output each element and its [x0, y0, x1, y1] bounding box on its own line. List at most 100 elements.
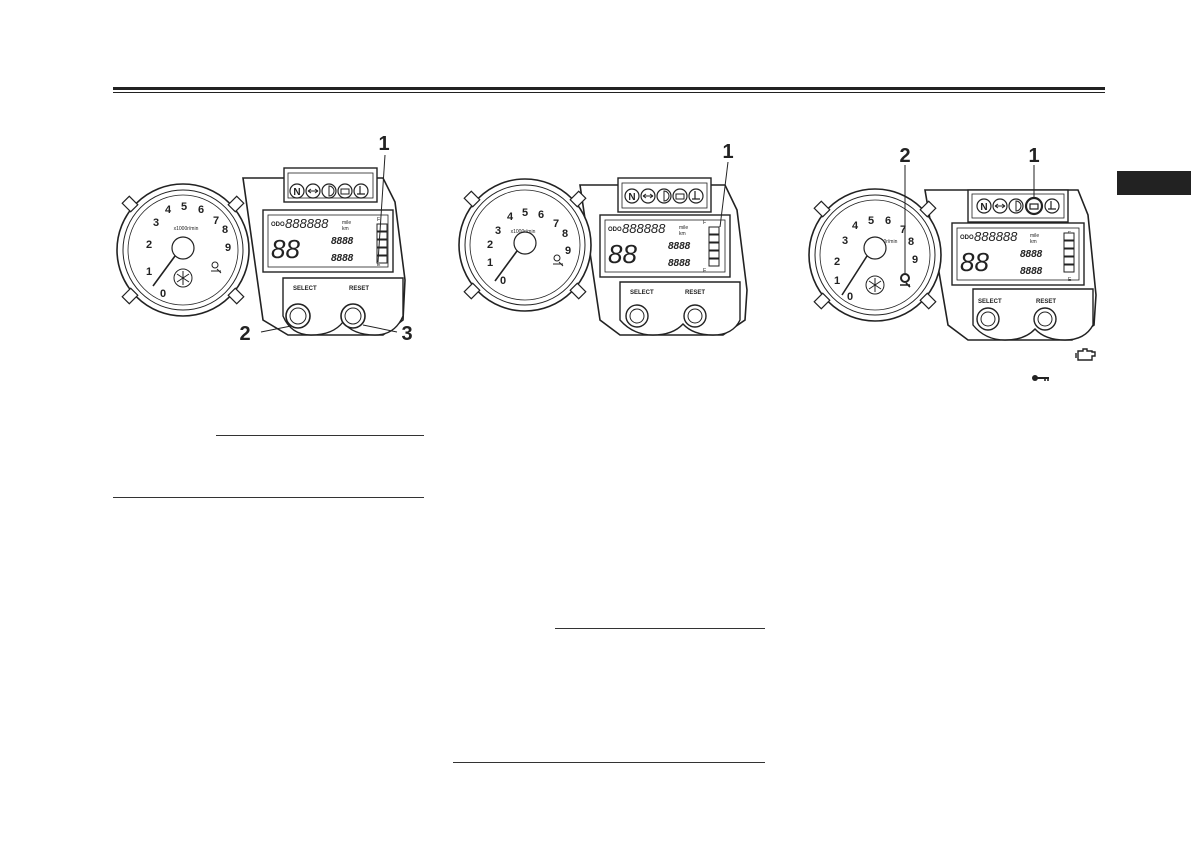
tach-number-7: 7: [553, 218, 559, 230]
tach-unit-label: x1000r/min: [174, 226, 199, 232]
key-icon: [1031, 370, 1051, 388]
tach-number-3: 3: [842, 235, 848, 247]
tach-number-8: 8: [562, 228, 568, 240]
tach-number-1: 1: [834, 275, 840, 287]
tach-number-0: 0: [847, 291, 853, 303]
gear-digits: 88: [608, 239, 637, 269]
lcd-screen: [604, 219, 726, 273]
section-tab: [1117, 171, 1191, 195]
header-rule: [113, 87, 1105, 90]
select-button[interactable]: [625, 304, 649, 328]
tach-number-4: 4: [852, 220, 859, 232]
clock-digits: 8888: [331, 253, 354, 264]
clock-digits: 8888: [668, 258, 691, 269]
tach-number-6: 6: [538, 209, 544, 221]
tach-number-6: 6: [198, 204, 204, 216]
fuel-empty-label: E: [703, 268, 707, 274]
coolant-icon: [1044, 198, 1060, 214]
tach-number-6: 6: [885, 215, 891, 227]
odometer-digits: 888888: [622, 221, 666, 236]
tachometer: 0 1 2 3 4 5 6 7 8 9 x1000r/min: [808, 188, 942, 322]
engine-warning-light-icon: [211, 261, 219, 269]
fuel-gauge-bars: [708, 226, 720, 267]
callout-leader: [377, 154, 386, 263]
tach-number-3: 3: [495, 225, 501, 237]
neutral-letter: N: [980, 202, 987, 213]
svg-text:ODO: ODO: [608, 227, 622, 233]
lcd-content: ODO 888888 mile km 88 8888 8888 F E: [608, 220, 720, 274]
select-button-label: SELECT: [293, 286, 317, 292]
meter-figure-1: N ODO 888888 mile km 88 8888 8888 F E SE…: [113, 130, 423, 350]
coolant-icon: [688, 188, 704, 204]
select-button[interactable]: [976, 307, 1000, 331]
caption-underline: [216, 435, 424, 436]
reset-button[interactable]: [683, 304, 707, 328]
tach-number-2: 2: [146, 239, 152, 251]
tach-number-1: 1: [146, 266, 152, 278]
tach-number-3: 3: [153, 217, 159, 229]
tach-number-7: 7: [900, 224, 906, 236]
fuel-empty-label: E: [1068, 277, 1072, 283]
unit-km: km: [1030, 239, 1037, 245]
unit-mile: mile: [679, 225, 688, 231]
indicator-lamps: N: [976, 196, 1060, 216]
callout-3: 3: [401, 323, 412, 345]
fuel-gauge-bars: [1063, 232, 1075, 273]
neutral-letter: N: [293, 187, 300, 198]
fuel-empty-label: E: [377, 262, 381, 268]
tach-number-4: 4: [507, 211, 514, 223]
tach-unit-label: x1000r/min: [873, 239, 898, 245]
tach-number-7: 7: [213, 215, 219, 227]
meter-figure-3: N ODO 888888 mile km 88 8888 8888 F E SE…: [800, 145, 1100, 345]
oil-icon: [337, 183, 353, 199]
trip-digits: 8888: [331, 236, 354, 247]
unit-mile: mile: [342, 220, 351, 226]
tach-number-8: 8: [222, 224, 228, 236]
reset-button[interactable]: [1033, 307, 1057, 331]
tach-number-4: 4: [165, 204, 172, 216]
fuel-gauge-bars: [376, 223, 388, 264]
neutral-letter: N: [628, 192, 635, 203]
tach-number-0: 0: [160, 288, 166, 300]
lcd-content: ODO 888888 mile km 88 8888 8888 F E: [960, 229, 1075, 283]
meter-figure-2: N ODO 888888 mile km 88 8888 8888 F E SE…: [455, 140, 755, 340]
tach-needle: [494, 250, 518, 282]
engine-warning-light-icon: [553, 254, 561, 262]
tach-needle: [152, 255, 176, 287]
gear-digits: 88: [960, 247, 989, 277]
needle-hub: [863, 236, 887, 260]
engine-warning-light-icon: [900, 273, 910, 283]
svg-text:ODO: ODO: [271, 222, 285, 228]
tach-number-8: 8: [908, 236, 914, 248]
reset-button-label: RESET: [685, 290, 705, 296]
callout-1: 1: [378, 133, 389, 155]
neutral-indicator-icon: [624, 188, 640, 204]
engine-trouble-warning-icon: [1024, 196, 1044, 216]
key-icon: [553, 261, 564, 267]
tachometer: 0 1 2 3 4 5 6 7 8 9 x1000r/min: [458, 178, 592, 312]
unit-mile: mile: [1030, 233, 1039, 239]
tach-number-1: 1: [487, 257, 493, 269]
callout-1: 1: [1028, 145, 1039, 167]
tach-number-5: 5: [868, 215, 874, 227]
callout-2: 2: [899, 145, 910, 167]
caption-underline: [113, 497, 424, 498]
reset-button-label: RESET: [1036, 299, 1056, 305]
needle-hub: [171, 236, 195, 260]
trip-digits: 8888: [668, 241, 691, 252]
callout-leader: [362, 324, 398, 333]
neutral-indicator-icon: [289, 183, 305, 199]
tach-number-9: 9: [912, 254, 918, 266]
unit-km: km: [679, 231, 686, 237]
tachometer: 0 1 2 3 4 5 6 7 8 9 x1000r/min: [116, 183, 250, 317]
button-pod: [972, 288, 1094, 341]
tach-number-5: 5: [181, 201, 187, 213]
coolant-icon: [353, 183, 369, 199]
button-pod: [619, 281, 741, 336]
gear-digits: 88: [271, 234, 300, 264]
reset-button-label: RESET: [349, 286, 369, 292]
svg-text:ODO: ODO: [960, 235, 974, 241]
tach-number-2: 2: [487, 239, 493, 251]
odometer-digits: 888888: [285, 216, 329, 231]
engine-trouble-icon: [1075, 347, 1097, 368]
